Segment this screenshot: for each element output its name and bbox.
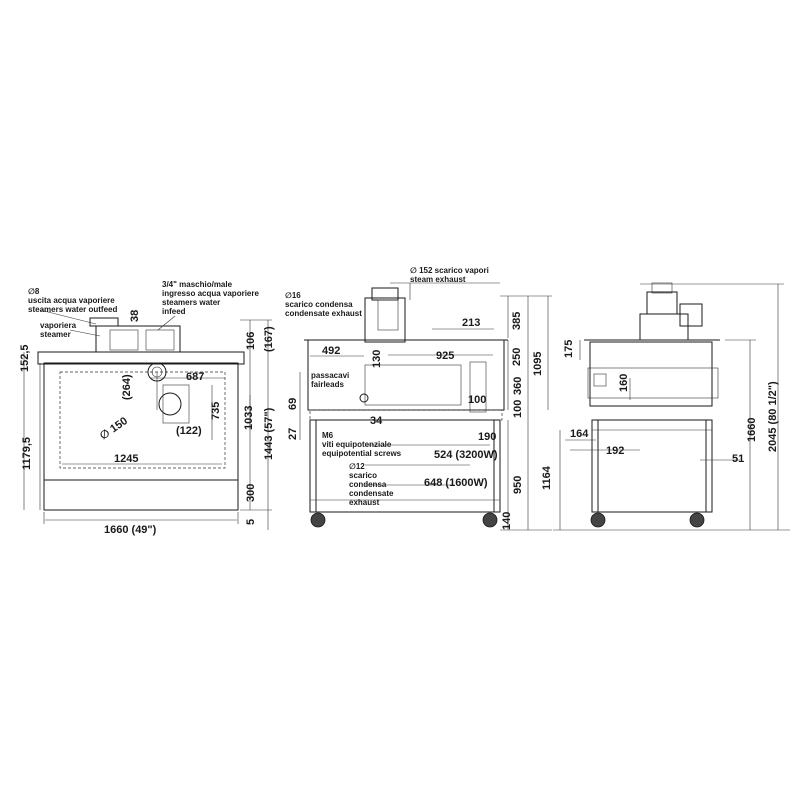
right-control-panel bbox=[587, 367, 719, 399]
front-dim-122: (122) bbox=[176, 425, 202, 437]
front-dim-687: 687 bbox=[186, 371, 204, 383]
right-dim-164: 164 bbox=[570, 428, 589, 440]
side-fairleads-label-en: fairleads bbox=[311, 380, 344, 389]
side-cond12-line1: scarico bbox=[349, 471, 377, 480]
side-dim-950: 950 bbox=[512, 476, 524, 494]
front-dim-167: (167) bbox=[263, 326, 275, 352]
side-cond12-diameter: ∅12 bbox=[349, 462, 365, 471]
right-dim-160: 160 bbox=[618, 374, 630, 392]
side-cond12-line2: condensa bbox=[349, 480, 387, 489]
side-cond16-label-it: scarico condensa bbox=[285, 300, 353, 309]
front-dim-150: ∅ 150 bbox=[98, 415, 130, 443]
front-dim-1443: 1443 (57") bbox=[263, 407, 275, 460]
front-dim-38: 38 bbox=[129, 310, 141, 322]
right-dim-192: 192 bbox=[606, 445, 624, 457]
right-fan-motor bbox=[646, 291, 678, 315]
front-dim-1245: 1245 bbox=[114, 453, 138, 465]
side-screws-label-en: equipotential screws bbox=[322, 449, 402, 458]
right-wheel-left bbox=[590, 512, 606, 528]
front-infeed-label-it: ingresso acqua vaporiere bbox=[162, 289, 259, 298]
front-outfeed-diameter: ∅8 bbox=[28, 287, 40, 296]
side-dim-130: 130 bbox=[371, 350, 383, 368]
front-view bbox=[23, 309, 272, 530]
front-outfeed-label-it: uscita acqua vaporiere bbox=[28, 296, 115, 305]
right-dim-2045: 2045 (80 1/2") bbox=[767, 381, 779, 452]
front-base bbox=[43, 479, 239, 511]
front-infeed-label-en: steamers water bbox=[162, 298, 220, 307]
right-dim-1660: 1660 bbox=[746, 418, 758, 442]
front-steamer-label-it: vaporiera bbox=[40, 321, 77, 330]
side-dim-34: 34 bbox=[370, 415, 383, 427]
side-dim-140: 140 bbox=[501, 512, 513, 530]
front-oven-inner bbox=[59, 371, 226, 469]
front-dim-1660: 1660 (49") bbox=[104, 524, 157, 536]
side-dim-27: 27 bbox=[287, 428, 299, 440]
side-dim-213: 213 bbox=[462, 317, 480, 329]
side-dim-190: 190 bbox=[478, 431, 496, 443]
right-dim-51: 51 bbox=[732, 453, 744, 465]
side-cond16-diameter: ∅16 bbox=[285, 291, 301, 300]
side-wheel-left bbox=[310, 512, 326, 528]
side-exhaust-label-it: ∅ 152 scarico vapori bbox=[410, 266, 489, 275]
side-cond16-label-en: condensate exhaust bbox=[285, 309, 362, 318]
front-dim-1033: 1033 bbox=[243, 406, 255, 430]
side-wheel-right bbox=[482, 512, 498, 528]
side-fairleads-label-it: passacavi bbox=[311, 371, 349, 380]
right-oven-body bbox=[589, 341, 713, 407]
front-outfeed-label-en: steamers water outfeed bbox=[28, 305, 117, 314]
side-dim-925: 925 bbox=[436, 350, 454, 362]
right-wheel-right bbox=[689, 512, 705, 528]
side-dim-648: 648 (1600W) bbox=[424, 477, 488, 489]
side-cond12-line3: condensate bbox=[349, 489, 394, 498]
front-dim-264: (264) bbox=[121, 374, 133, 400]
front-dim-735: 735 bbox=[210, 402, 222, 420]
side-dim-385: 385 bbox=[511, 312, 523, 330]
side-stand-frame bbox=[309, 419, 501, 513]
right-view bbox=[553, 282, 790, 531]
front-dim-1179: 1179,5 bbox=[21, 437, 33, 470]
side-dim-69: 69 bbox=[287, 398, 299, 410]
side-dim-360: 360 bbox=[512, 377, 524, 395]
front-infeed-label-en2: infeed bbox=[162, 307, 186, 316]
side-dim-100b: 100 bbox=[512, 400, 524, 418]
side-exhaust-label-en: steam exhaust bbox=[410, 275, 466, 284]
front-dim-106: 106 bbox=[245, 332, 257, 350]
front-dim-5: 5 bbox=[245, 519, 257, 525]
side-dim-524: 524 (3200W) bbox=[434, 449, 498, 461]
front-oven-body bbox=[43, 362, 239, 481]
side-view bbox=[299, 282, 552, 531]
front-steamer bbox=[95, 325, 181, 353]
front-infeed-size: 3/4" maschio/male bbox=[162, 280, 233, 289]
side-dim-100a: 100 bbox=[468, 394, 486, 406]
side-dim-250: 250 bbox=[511, 348, 523, 366]
side-dim-492: 492 bbox=[322, 345, 340, 357]
front-dim-300: 300 bbox=[245, 484, 257, 502]
side-screws-label-it: viti equipotenziale bbox=[322, 440, 392, 449]
front-top-band bbox=[37, 351, 245, 365]
side-screws-size: M6 bbox=[322, 431, 334, 440]
side-hood bbox=[364, 297, 406, 343]
right-stand-frame bbox=[591, 419, 713, 513]
right-dim-1164: 1164 bbox=[541, 465, 553, 490]
side-cond12-line4: exhaust bbox=[349, 498, 380, 507]
front-steamer-label-en: steamer bbox=[40, 330, 71, 339]
right-dim-175: 175 bbox=[563, 340, 575, 358]
front-dim-152: 152,5 bbox=[19, 344, 31, 372]
side-dim-1095: 1095 bbox=[532, 352, 544, 376]
